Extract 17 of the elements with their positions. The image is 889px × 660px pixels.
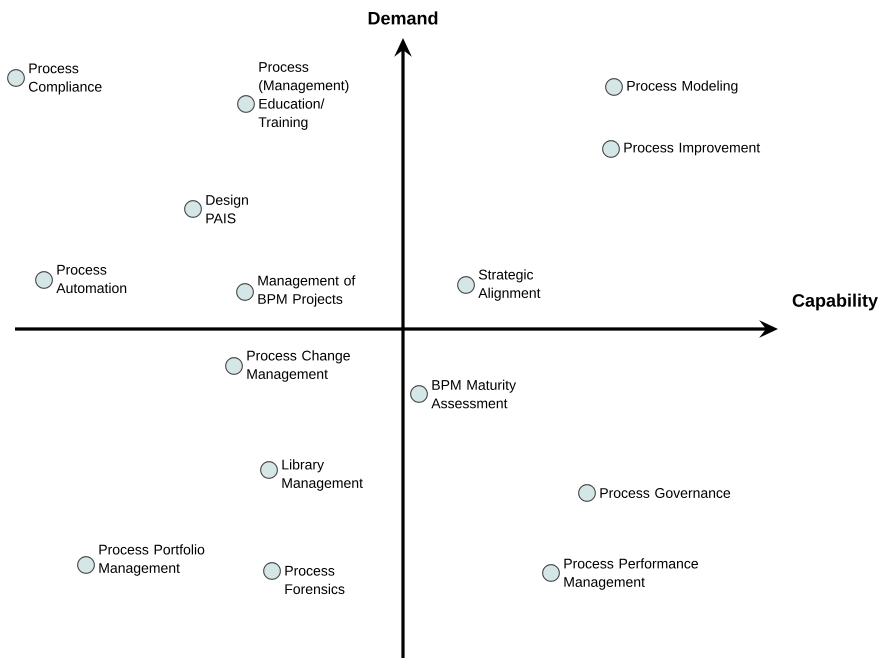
point-label: Process Modeling bbox=[627, 80, 738, 94]
point-label: Strategic Alignment bbox=[478, 269, 540, 301]
point-label: Process Change Management bbox=[247, 350, 350, 382]
point-label: Process Performance Management bbox=[564, 558, 698, 590]
point-label: Process Compliance bbox=[28, 64, 102, 94]
point-label: Process Governance bbox=[600, 488, 730, 498]
point-label: Library Management bbox=[282, 459, 363, 491]
axis-label: Capability bbox=[792, 294, 878, 310]
point-label: Management of BPM Projects bbox=[258, 275, 356, 307]
point-label: Process (Management) Education/ Training bbox=[258, 62, 348, 130]
point-label: Process Improvement bbox=[624, 142, 760, 156]
point-label: Process Automation bbox=[56, 264, 126, 294]
axis-label: Demand bbox=[368, 11, 438, 25]
point-label: Process Portfolio Management bbox=[99, 544, 204, 576]
point-label: BPM Maturity Assessment bbox=[431, 380, 516, 408]
point-label: Process Forensics bbox=[285, 566, 344, 594]
point-label: Design PAIS bbox=[206, 194, 248, 224]
